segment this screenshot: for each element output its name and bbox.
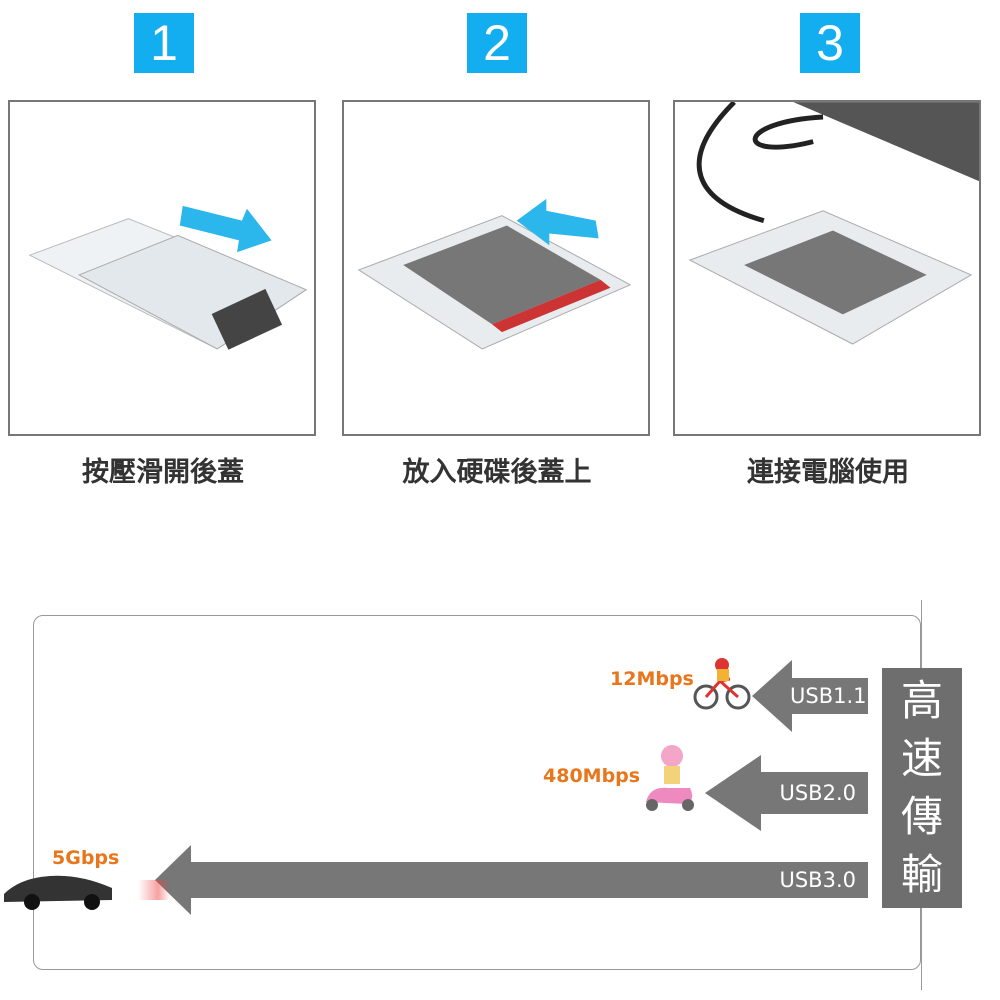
- step-1-caption: 按壓滑開後蓋: [82, 457, 244, 488]
- usb30-label: USB3.0: [189, 862, 868, 898]
- step-1-badge: 1: [134, 13, 194, 73]
- scooter-icon: [646, 745, 694, 811]
- usb11-arrow: USB1.1: [752, 660, 868, 732]
- usb30-arrow: USB3.0: [155, 845, 868, 915]
- usb11-speed: 12Mbps: [610, 668, 694, 690]
- usb20-arrow: USB2.0: [705, 755, 868, 831]
- sports-car-icon: [4, 875, 170, 910]
- step-2-badge: 2: [467, 13, 527, 73]
- step-3-image: [673, 100, 981, 436]
- usb11-label: USB1.1: [790, 678, 868, 714]
- high-speed-label: 高速傳輸: [882, 668, 962, 908]
- step-2-image: [342, 100, 650, 436]
- step-1-image: [8, 100, 316, 436]
- usb20-label: USB2.0: [759, 772, 868, 814]
- usb30-speed: 5Gbps: [52, 847, 120, 869]
- step-3-badge: 3: [800, 13, 860, 73]
- step-3-caption: 連接電腦使用: [747, 457, 909, 488]
- bicycle-icon: [693, 658, 751, 710]
- usb20-speed: 480Mbps: [543, 765, 641, 787]
- step-2-caption: 放入硬碟後蓋上: [402, 457, 592, 488]
